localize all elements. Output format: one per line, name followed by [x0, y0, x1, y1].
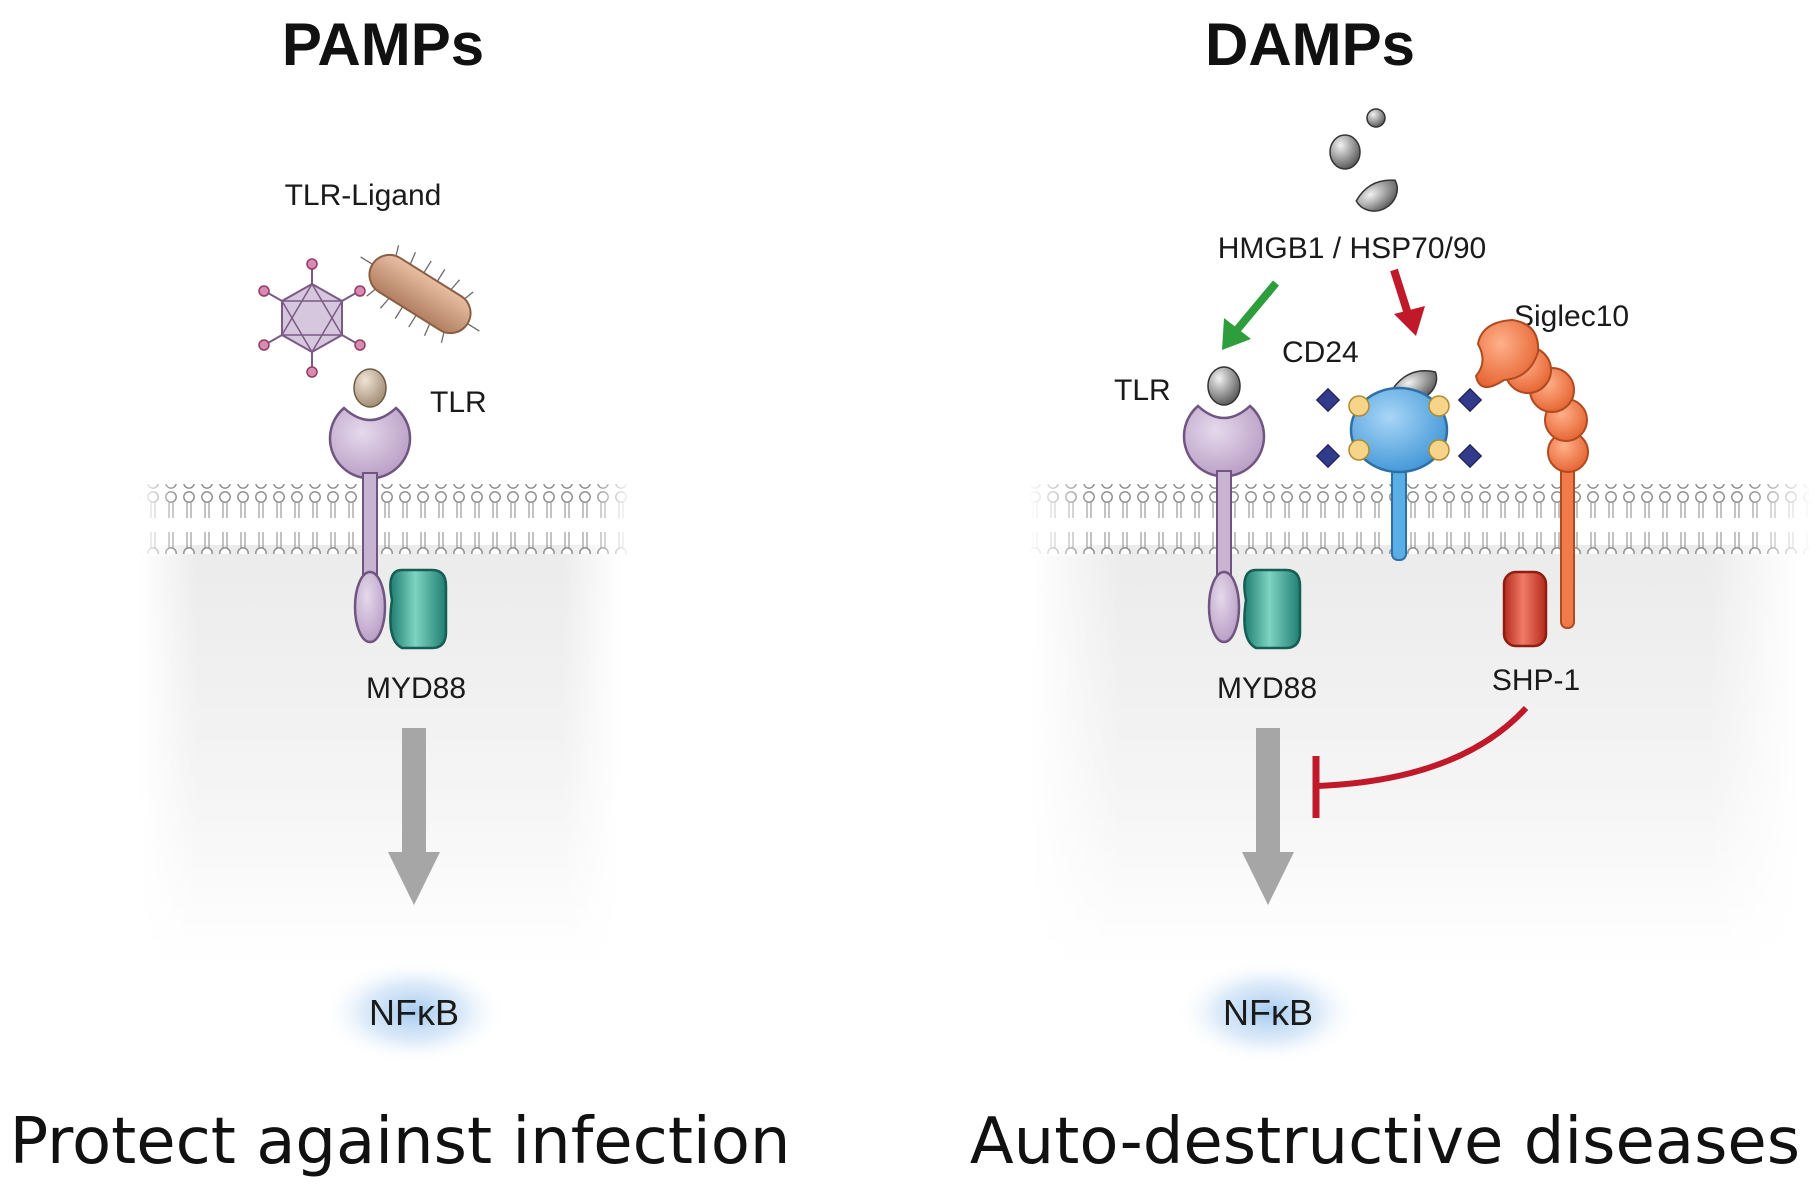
right-tlr-receptor — [1182, 404, 1266, 644]
damp-label: HMGB1 / HSP70/90 — [1218, 232, 1486, 265]
inhibition-line — [1312, 705, 1529, 818]
siglec10-receptor — [1474, 318, 1589, 629]
right-outcome: Auto-destructive diseases — [970, 1105, 1800, 1179]
left-myd88-label: MYD88 — [366, 672, 466, 705]
siglec10-label: Siglec10 — [1514, 300, 1629, 333]
tlr-receptor — [328, 406, 412, 644]
left-panel: PAMPs TLR-Ligand — [10, 11, 791, 1179]
damp-molecules-icon — [1329, 108, 1398, 212]
right-tlr-label: TLR — [1114, 374, 1171, 407]
shp1-phosphatase — [1502, 570, 1548, 648]
shp1-label: SHP-1 — [1492, 664, 1580, 697]
activation-arrow — [1222, 280, 1280, 350]
damp-to-cd24-arrow — [1390, 268, 1425, 336]
right-title: DAMPs — [1205, 11, 1415, 78]
right-signal-arrow — [1242, 728, 1294, 905]
cd24-label: CD24 — [1282, 336, 1359, 369]
bacterium-icon — [360, 245, 480, 343]
right-nfkb-label: NFκB — [1223, 992, 1313, 1033]
left-outcome: Protect against infection — [10, 1105, 791, 1179]
left-nfkb-label: NFκB — [369, 992, 459, 1033]
right-nfkb-glow — [1176, 960, 1360, 1064]
myd88-adaptor — [389, 568, 448, 650]
cd24-protein — [1315, 386, 1483, 561]
left-nfkb-glow — [322, 960, 506, 1064]
left-tlr-label: TLR — [430, 386, 487, 419]
right-myd88-label: MYD88 — [1217, 672, 1317, 705]
right-panel: DAMPs HMGB1 / HSP70/90 Siglec10 CD24 TLR — [970, 11, 1812, 1179]
tlr-ligand-label: TLR-Ligand — [285, 179, 442, 212]
tlr-bound-damp — [1207, 366, 1241, 406]
virus-icon — [258, 258, 366, 378]
left-title: PAMPs — [282, 11, 484, 78]
right-myd88-adaptor — [1243, 568, 1302, 650]
bound-ligand — [353, 368, 387, 408]
left-signal-arrow — [388, 728, 440, 905]
